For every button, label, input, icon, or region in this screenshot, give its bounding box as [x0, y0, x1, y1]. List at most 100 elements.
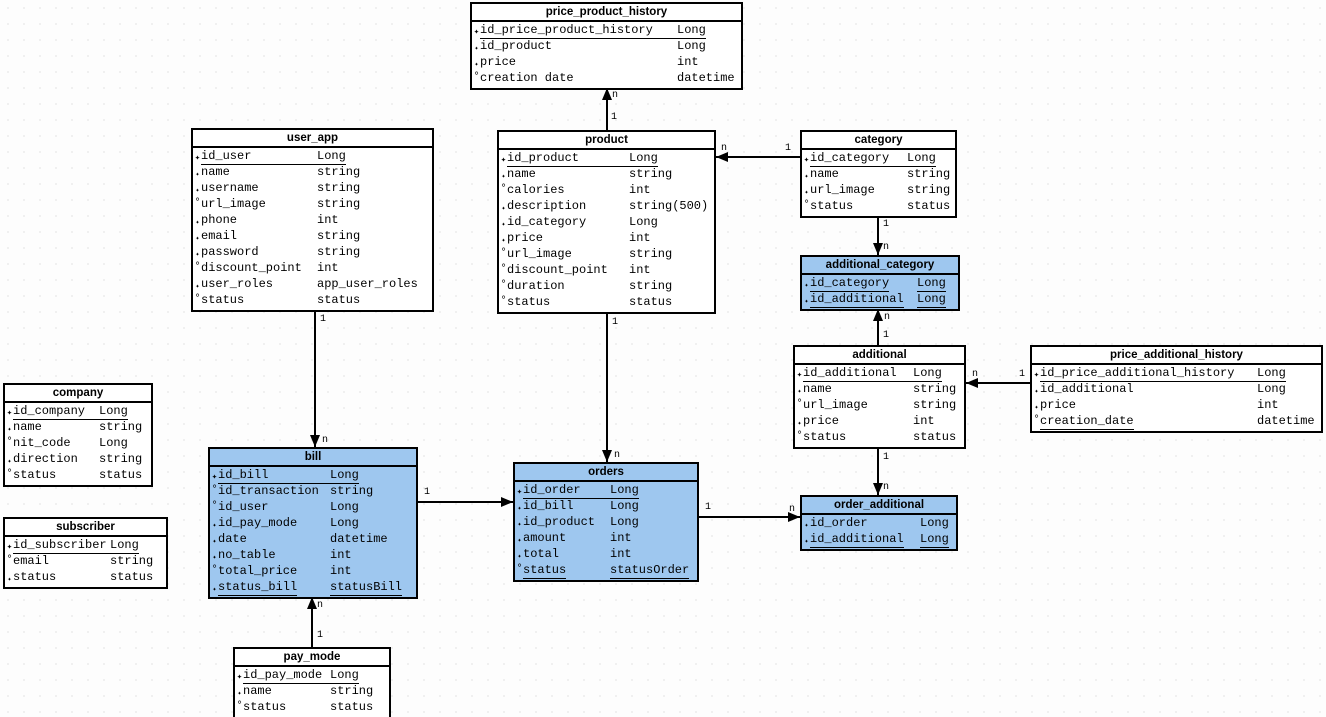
relationship-line[interactable]	[418, 501, 513, 503]
table-price_additional_history[interactable]: price_additional_history✦id_price_additi…	[1030, 345, 1323, 433]
relationship-line[interactable]	[877, 449, 879, 495]
table-header[interactable]: price_product_history	[472, 4, 741, 22]
table-header[interactable]: company	[5, 385, 151, 403]
relationship-line[interactable]	[314, 310, 316, 447]
relationship-line[interactable]	[699, 516, 800, 518]
relationship-line[interactable]	[966, 382, 1030, 384]
table-header[interactable]: order_additional	[802, 497, 956, 515]
table-header[interactable]: user_app	[193, 130, 432, 148]
relationship-line[interactable]	[877, 216, 879, 255]
table-header[interactable]: additional_category	[802, 257, 958, 275]
table-header[interactable]: pay_mode	[235, 649, 389, 667]
table-header[interactable]: product	[499, 132, 714, 150]
relationship-line[interactable]	[877, 309, 879, 345]
relationship-line[interactable]	[606, 88, 608, 130]
table-header[interactable]: bill	[210, 449, 416, 467]
relationship-line[interactable]	[311, 597, 313, 647]
table-price_product_history[interactable]: price_product_history✦id_price_product_h…	[470, 2, 743, 90]
relationship-line[interactable]	[606, 313, 608, 462]
table-header[interactable]: category	[802, 132, 955, 150]
relationship-line[interactable]	[716, 156, 800, 158]
table-header[interactable]: additional	[795, 347, 964, 365]
table-header[interactable]: price_additional_history	[1032, 347, 1321, 365]
table-header[interactable]: subscriber	[5, 519, 166, 537]
